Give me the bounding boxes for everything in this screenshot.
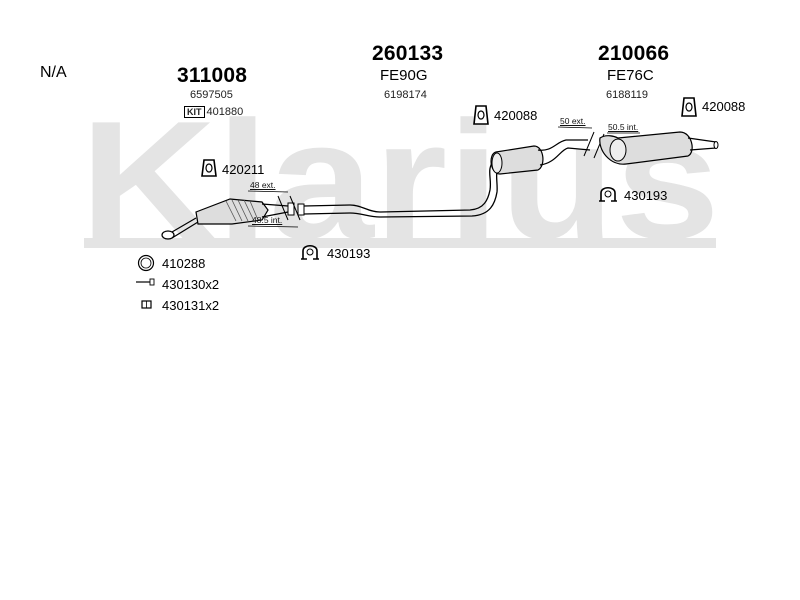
hanger-rubber-icon bbox=[201, 159, 217, 177]
fitting-430131: 430131x2 bbox=[162, 298, 220, 313]
clamp-icon bbox=[599, 186, 617, 202]
part-number-210066: 210066 bbox=[598, 42, 670, 65]
kit-badge: KIT bbox=[184, 106, 205, 119]
na-label: N/A bbox=[40, 64, 67, 81]
dim-48-5-int: 48.5 int. bbox=[252, 215, 283, 225]
fitting-430193-a: 430193 bbox=[624, 188, 668, 203]
fitting-420088-a: 420088 bbox=[494, 108, 538, 123]
bolt-icon bbox=[136, 278, 155, 286]
ref-6188119: 6188119 bbox=[606, 89, 649, 101]
hanger-rubber-icon-2 bbox=[473, 105, 489, 125]
ref-6597505: 6597505 bbox=[190, 89, 233, 101]
rear-silencer-icon bbox=[599, 131, 719, 165]
kit-ref-number: 401880 bbox=[206, 106, 244, 118]
fitting-420211: 420211 bbox=[222, 162, 265, 177]
code-fe90g: FE90G bbox=[380, 67, 428, 84]
part-number-311008: 311008 bbox=[177, 64, 248, 87]
front-flange-icon bbox=[161, 217, 199, 240]
gasket-ring-icon bbox=[137, 254, 155, 272]
dim-50-5-int: 50.5 int. bbox=[608, 122, 639, 132]
hanger-rubber-icon-3 bbox=[681, 97, 697, 117]
clamp-icon-2 bbox=[301, 244, 319, 260]
fitting-420088-b: 420088 bbox=[702, 99, 746, 114]
watermark-underline bbox=[84, 238, 716, 248]
joint-section-icon bbox=[277, 195, 305, 221]
dim-48-ext: 48 ext. bbox=[250, 180, 276, 190]
fitting-430130: 430130x2 bbox=[162, 277, 220, 292]
fitting-410288: 410288 bbox=[162, 256, 206, 271]
centre-silencer-icon bbox=[490, 139, 591, 175]
code-fe76c: FE76C bbox=[607, 67, 654, 84]
middle-pipe-icon bbox=[303, 159, 501, 218]
catalytic-converter-icon bbox=[195, 198, 289, 225]
nut-icon bbox=[141, 300, 152, 309]
ref-6198174: 6198174 bbox=[384, 89, 427, 101]
part-number-260133: 260133 bbox=[372, 42, 444, 65]
dimension-lines bbox=[247, 126, 640, 228]
fitting-430193-b: 430193 bbox=[327, 246, 371, 261]
dim-50-ext: 50 ext. bbox=[560, 116, 586, 126]
